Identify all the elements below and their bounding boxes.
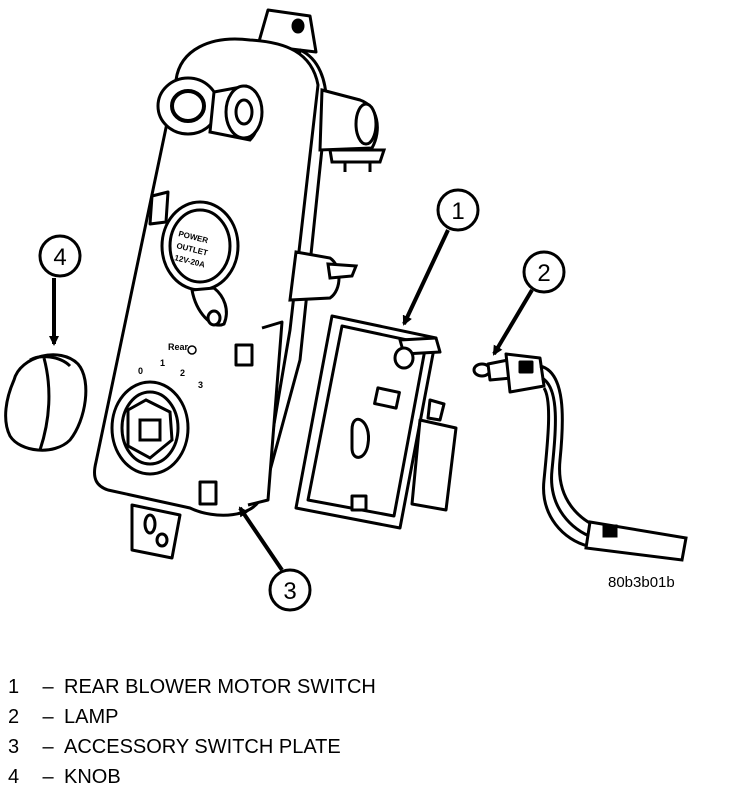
svg-text:3: 3: [283, 578, 296, 605]
power-outlet: POWER OUTLET 12V-20A: [160, 200, 240, 327]
svg-text:1: 1: [451, 198, 464, 225]
callout-4: 4: [38, 234, 82, 346]
callout-1: 1: [402, 188, 480, 326]
knob: [4, 353, 88, 452]
legend-dash: –: [42, 766, 54, 788]
lamp-harness: [539, 364, 688, 562]
legend-item: 2–LAMP: [8, 702, 608, 732]
lighter-receptacle: [318, 88, 387, 172]
side-tab: [148, 190, 170, 226]
parts-legend: 1–REAR BLOWER MOTOR SWITCH 2–LAMP 3–ACCE…: [8, 672, 608, 792]
bottom-tab-hole: [143, 513, 157, 535]
legend-dash: –: [42, 676, 54, 698]
outlet-receptacle: [288, 250, 359, 302]
legend-label: LAMP: [64, 706, 119, 728]
legend-number: 3: [8, 736, 20, 758]
legend-label: ACCESSORY SWITCH PLATE: [64, 736, 341, 758]
switch-position-3: 3: [198, 380, 203, 390]
callout-3: 3: [238, 506, 312, 612]
exploded-view-diagram: POWER OUTLET 12V-20A Rear 0 1 2 3: [4, 8, 688, 612]
legend-item: 4–KNOB: [8, 762, 608, 792]
switch-marking-title: Rear: [168, 342, 189, 352]
legend-number: 1: [8, 676, 20, 698]
side-clip-lower: [198, 480, 218, 506]
figure-reference-code: 80b3b01b: [608, 574, 675, 591]
legend-item: 1–REAR BLOWER MOTOR SWITCH: [8, 672, 608, 702]
bottom-mounting-tab: [130, 503, 182, 560]
legend-item: 3–ACCESSORY SWITCH PLATE: [8, 732, 608, 762]
legend-number: 4: [8, 766, 20, 788]
legend-dash: –: [42, 706, 54, 728]
legend-label: KNOB: [64, 766, 121, 788]
rear-blower-motor-switch: [294, 314, 458, 530]
legend-label: REAR BLOWER MOTOR SWITCH: [64, 676, 376, 698]
callout-2: 2: [492, 250, 566, 356]
switch-position-markings: Rear 0 1 2 3: [138, 342, 203, 390]
switch-position-0: 0: [138, 366, 143, 376]
switch-position-2: 2: [180, 368, 185, 378]
svg-text:2: 2: [537, 260, 550, 287]
svg-text:4: 4: [53, 244, 66, 271]
legend-dash: –: [42, 736, 54, 758]
lamp: [472, 352, 546, 394]
cigar-lighter: [156, 76, 264, 142]
top-tab-hole: [291, 18, 305, 34]
legend-number: 2: [8, 706, 20, 728]
switch-position-1: 1: [160, 358, 165, 368]
side-clip-upper: [234, 343, 254, 367]
blower-switch-opening: [110, 380, 190, 476]
